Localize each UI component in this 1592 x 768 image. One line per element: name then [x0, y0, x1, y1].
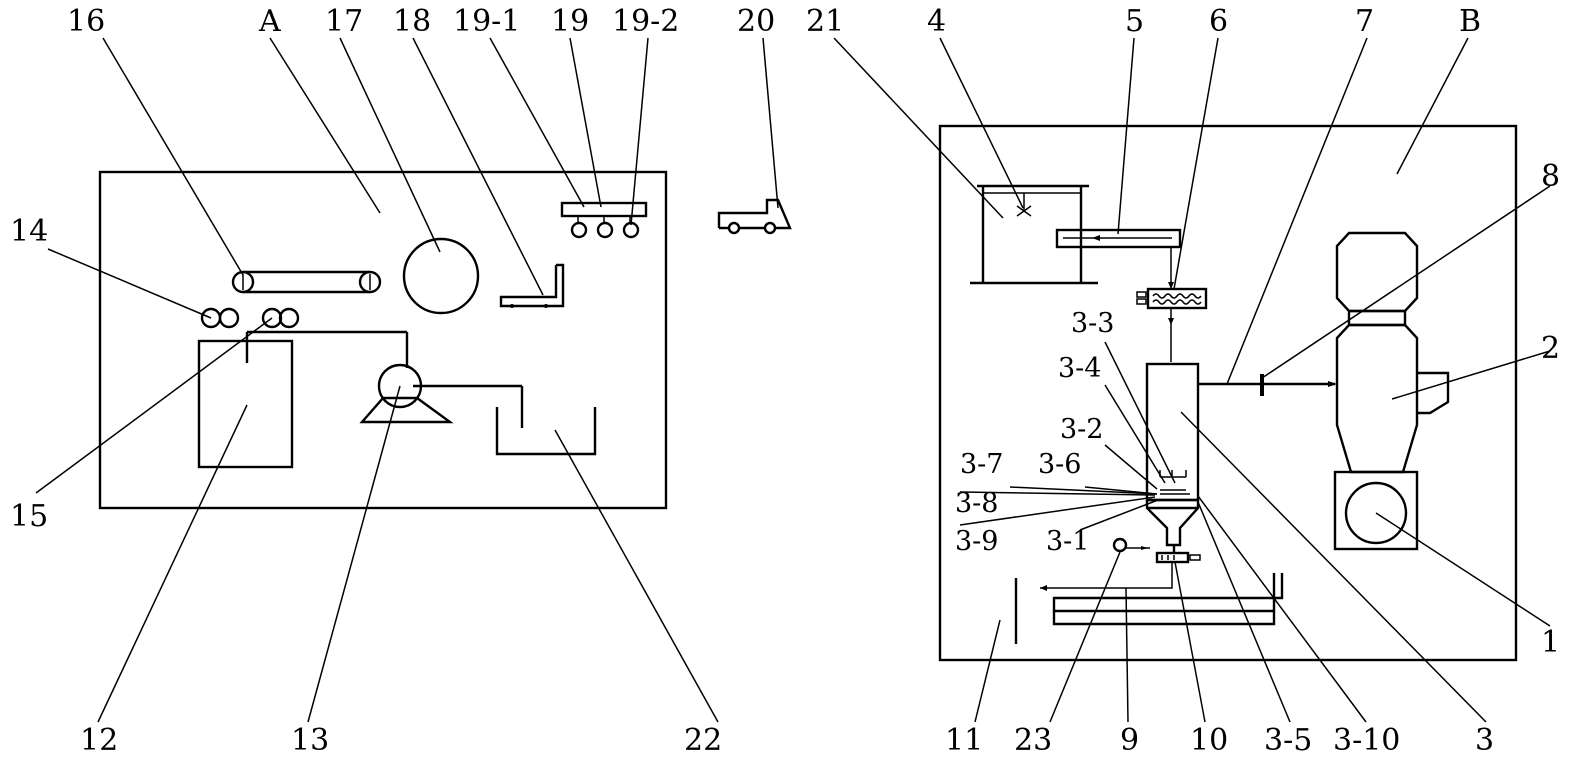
label-3-8: 3-8 [955, 488, 998, 519]
label-3-4: 3-4 [1058, 353, 1101, 384]
pump-13 [359, 363, 524, 428]
screw-feeder-10 [1155, 545, 1201, 564]
heater-6 [1136, 247, 1208, 362]
label-5: 5 [1125, 4, 1144, 39]
l-trough-18 [499, 263, 565, 308]
label-3-3: 3-3 [1071, 308, 1114, 339]
label-20: 20 [737, 4, 775, 39]
label-19: 19 [551, 4, 589, 39]
label-3: 3 [1475, 723, 1494, 758]
label-3-5: 3-5 [1264, 723, 1312, 758]
label-21: 21 [806, 4, 844, 39]
roller-pair-14 [200, 307, 240, 329]
sprinkler-4 [1016, 193, 1032, 217]
label-3-10: 3-10 [1333, 723, 1400, 758]
label-11: 11 [945, 723, 983, 758]
tank-12 [197, 330, 409, 469]
motor-23 [1112, 537, 1150, 553]
label-b: B [1459, 4, 1481, 39]
drum-17 [402, 237, 480, 315]
label-18: 18 [393, 4, 431, 39]
label-23: 23 [1014, 723, 1052, 758]
collector-11 [1014, 573, 1284, 644]
label-16: 16 [67, 4, 105, 39]
trough-22 [495, 407, 597, 456]
label-14: 14 [10, 214, 48, 249]
label-3-1: 3-1 [1046, 526, 1089, 557]
label-9: 9 [1120, 723, 1139, 758]
label-22: 22 [684, 723, 722, 758]
leader-lines [35, 37, 1551, 723]
label-a: A [258, 4, 281, 39]
truck-20 [717, 198, 792, 235]
label-17: 17 [325, 4, 363, 39]
fan-1 [1333, 470, 1419, 551]
label-6: 6 [1209, 4, 1228, 39]
pipe-7 [1198, 381, 1337, 387]
label-3-9: 3-9 [955, 526, 998, 557]
belt-conveyor-16 [231, 270, 382, 294]
label-4: 4 [927, 4, 946, 39]
tower-3 [1145, 362, 1200, 547]
label-19-2: 19-2 [612, 4, 679, 39]
label-7: 7 [1355, 4, 1374, 39]
roller-rack-19 [560, 201, 648, 239]
label-3-2: 3-2 [1060, 414, 1103, 445]
separator-2 [1335, 231, 1450, 474]
callout-labels: 16 A 17 18 19-1 19 19-2 20 21 4 5 6 7 B … [10, 4, 1560, 758]
plant-a-frame [98, 170, 668, 510]
label-19-1: 19-1 [453, 4, 520, 39]
stand-21 [970, 184, 1098, 285]
label-3-7: 3-7 [960, 449, 1003, 480]
label-8: 8 [1541, 159, 1560, 194]
pipe-9 [1040, 562, 1173, 591]
label-15: 15 [10, 499, 48, 534]
plant-b-frame [938, 124, 1518, 662]
label-3-6: 3-6 [1038, 449, 1081, 480]
label-10: 10 [1190, 723, 1228, 758]
label-2: 2 [1541, 331, 1560, 366]
label-13: 13 [291, 723, 329, 758]
label-1: 1 [1541, 625, 1560, 660]
label-12: 12 [80, 723, 118, 758]
roller-pair-15 [261, 307, 300, 329]
